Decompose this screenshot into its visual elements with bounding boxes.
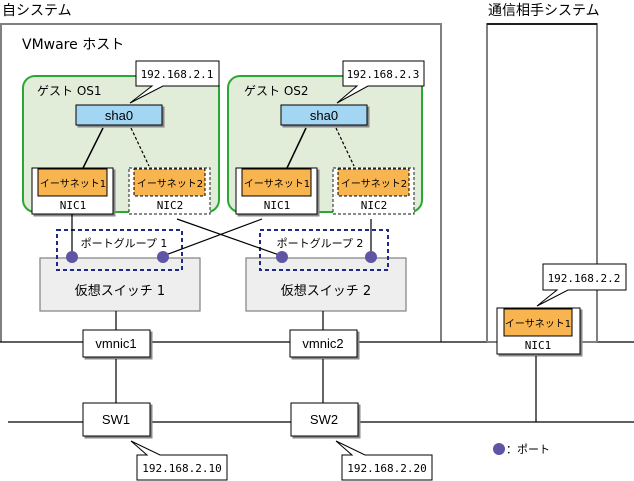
sha0-guest1 (75, 104, 163, 126)
peer-system-box (486, 23, 598, 342)
ip-sw1: 192.168.2.10 (142, 462, 221, 475)
nic2-guest2 (332, 167, 415, 215)
port-group-1 (56, 229, 183, 271)
port-pg1-a (66, 251, 78, 263)
guest-os-1-label: ゲスト OS1 (37, 84, 102, 98)
vmnic1 (82, 329, 151, 358)
sha0-guest1-label: sha0 (105, 108, 133, 123)
port-pg1-b (157, 251, 169, 263)
link-g1nic2-pg2 (176, 218, 283, 257)
ip-guest1: 192.168.2.1 (141, 68, 214, 81)
peer-system-title: 通信相手システム (488, 3, 600, 19)
ethernet1-guest1: イーサネット1 (40, 178, 106, 190)
ip-sw2: 192.168.2.20 (347, 462, 426, 475)
ip-peer: 192.168.2.2 (548, 272, 621, 285)
ip-guest2: 192.168.2.3 (347, 68, 420, 81)
ethernet2-guest1: イーサネット2 (137, 178, 203, 190)
nic1-guest2 (235, 167, 318, 215)
ethernet2-guest2: イーサネット2 (341, 178, 407, 190)
vmware-host-title: VMware ホスト (22, 37, 124, 53)
switch-sw2 (290, 402, 359, 437)
port-pg2-a (276, 251, 288, 263)
ip-callout-sw1 (130, 440, 228, 481)
nic2-guest1 (128, 167, 211, 215)
nic1-guest1-label: NIC1 (60, 199, 87, 212)
nic2-guest1-label: NIC2 (157, 199, 184, 212)
vmnic2-label: vmnic2 (302, 336, 343, 351)
link-g2nic1-pg1 (162, 218, 263, 257)
sw2-label: SW2 (310, 412, 338, 427)
sw1-label: SW1 (102, 412, 130, 427)
ip-callout-guest1 (129, 60, 220, 104)
legend-port-label: ：ポート (506, 443, 550, 456)
sha0-guest2-label: sha0 (310, 108, 338, 123)
port-group-2 (259, 229, 389, 271)
guest-os-2-label: ゲスト OS2 (244, 84, 309, 98)
sha0-guest2 (280, 104, 368, 126)
virtual-switch-1 (39, 257, 201, 312)
link-sha-nic2-g1 (130, 127, 150, 167)
peer-nic1 (496, 307, 581, 355)
link-sha-nic1-g1 (82, 127, 104, 169)
nic1-guest2-label: NIC1 (264, 199, 291, 212)
ethernet1-guest2: イーサネット1 (244, 178, 310, 190)
ip-callout-guest2 (336, 60, 425, 104)
peer-nic1-label: NIC1 (525, 339, 552, 352)
virtual-switch-1-label: 仮想スイッチ 1 (75, 283, 165, 299)
nic2-guest2-label: NIC2 (361, 199, 388, 212)
vmnic2 (289, 329, 358, 358)
port-group-2-label: ポートグループ 2 (277, 236, 364, 250)
peer-ethernet1: イーサネット1 (505, 318, 571, 330)
switch-sw1 (82, 402, 151, 437)
virtual-switch-2 (245, 257, 407, 312)
legend-port-icon (493, 443, 505, 455)
ip-callout-sw2 (335, 440, 433, 481)
ip-callout-peer (536, 263, 627, 307)
link-sha-nic1-g2 (286, 127, 307, 169)
port-group-1-label: ポートグループ 1 (81, 236, 168, 250)
virtual-switch-2-label: 仮想スイッチ 2 (281, 283, 371, 299)
own-system-title: 自システム (2, 3, 72, 19)
link-sha-nic2-g2 (335, 127, 355, 167)
port-pg2-b (365, 251, 377, 263)
vmnic1-label: vmnic1 (95, 336, 136, 351)
